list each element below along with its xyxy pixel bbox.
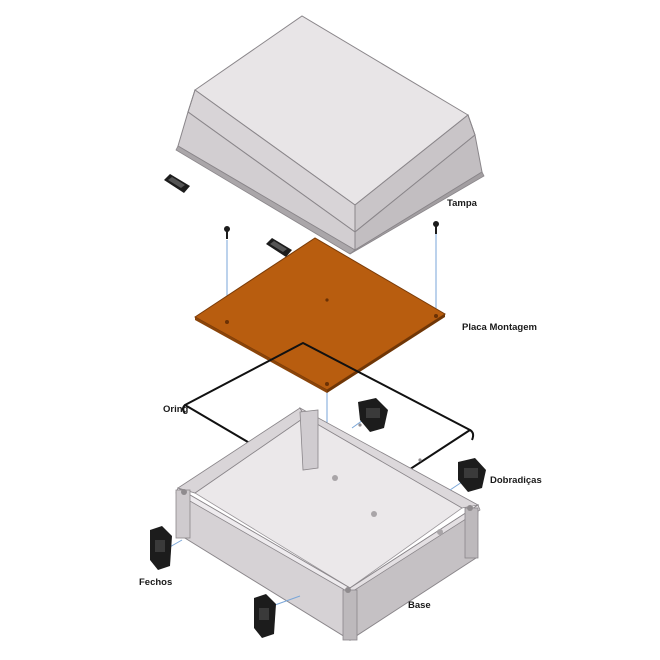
hinge-lower [449,458,486,492]
lid-hinge-tab-right [266,238,292,257]
mounting-plate [194,237,446,393]
latch-left [150,526,183,570]
lid-hinge-tab-left [164,174,190,193]
label-placa-montagem: Placa Montagem [462,322,537,333]
latch-front [254,594,301,638]
label-fechos: Fechos [139,577,172,588]
base [175,406,481,641]
label-oring: Oring [163,404,189,415]
screw-left [224,226,230,239]
hinge-upper [351,398,388,432]
label-dobradicas: Dobradiças [490,475,542,486]
lid [175,15,485,255]
label-tampa: Tampa [447,198,478,209]
screw-right [433,221,439,234]
label-base: Base [408,600,431,611]
